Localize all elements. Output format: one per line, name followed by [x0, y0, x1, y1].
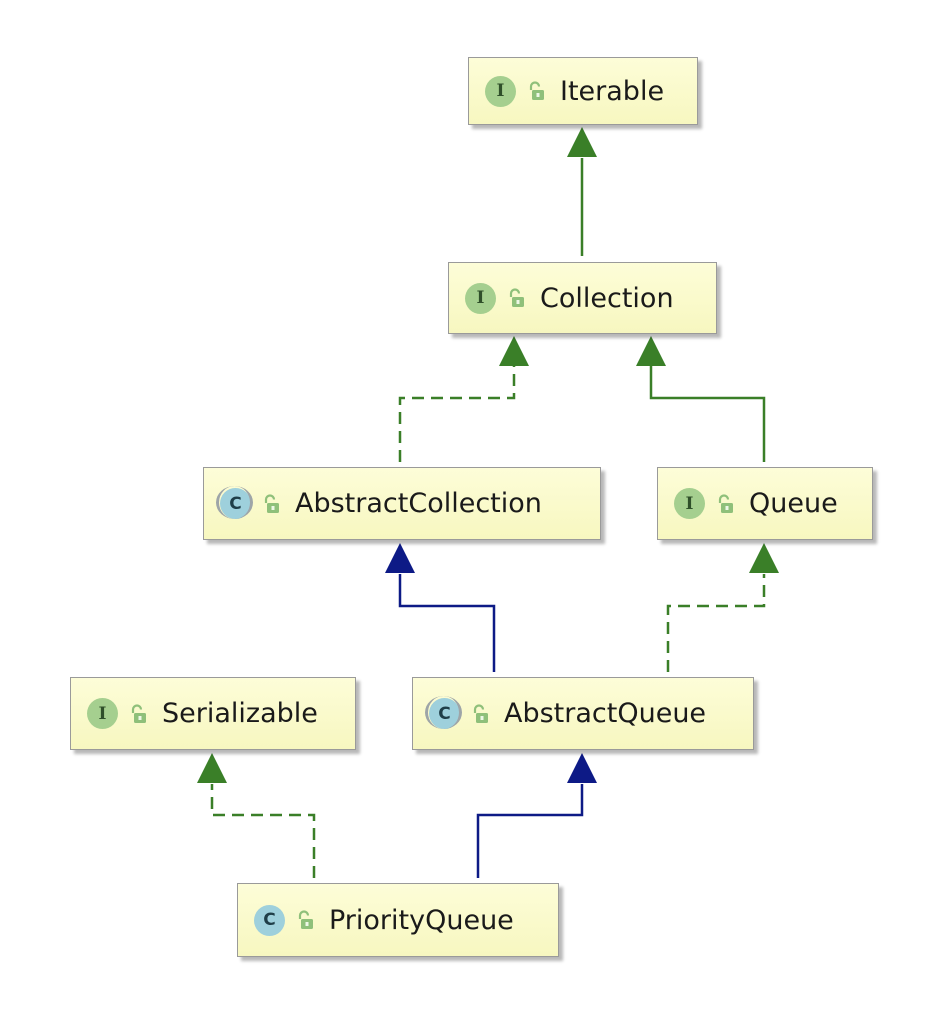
node-label: Queue	[749, 488, 838, 519]
node-abstract-collection[interactable]: C AbstractCollection	[203, 467, 601, 540]
unlock-icon	[527, 81, 545, 101]
node-label: AbstractQueue	[504, 698, 707, 729]
interface-icon: I	[674, 488, 705, 519]
unlock-icon	[296, 910, 314, 930]
node-queue[interactable]: I Queue	[657, 467, 873, 540]
node-label: PriorityQueue	[329, 904, 514, 936]
edge-abstract-queue-to-abstract-collection	[398, 574, 496, 672]
unlock-icon	[129, 703, 147, 724]
edge-abstract-queue-to-queue	[666, 574, 766, 672]
class-icon: C	[254, 904, 285, 936]
node-label: AbstractCollection	[295, 488, 542, 519]
arrowhead-priority-queue-to-serializable	[197, 753, 227, 783]
arrowhead-abstract-collection-to-collection	[499, 336, 529, 366]
unlock-icon	[716, 493, 734, 514]
abstract-class-icon: C	[425, 696, 462, 729]
arrowhead-abstract-queue-to-queue	[749, 543, 779, 573]
unlock-icon	[507, 288, 525, 308]
arrowhead-abstract-queue-to-abstract-collection	[385, 543, 415, 573]
edge-priority-queue-to-abstract-queue	[476, 784, 584, 878]
node-label: Collection	[540, 282, 674, 314]
abstract-class-icon: C	[216, 486, 253, 519]
arrowhead-collection-to-iterable	[567, 127, 597, 157]
unlock-icon	[471, 703, 489, 724]
edge-queue-to-collection	[649, 366, 766, 462]
unlock-icon	[262, 493, 280, 514]
interface-icon: I	[465, 282, 496, 314]
node-label: Serializable	[162, 698, 318, 729]
interface-icon: I	[87, 698, 118, 729]
edge-priority-queue-to-serializable	[210, 784, 316, 878]
node-abstract-queue[interactable]: C AbstractQueue	[412, 677, 754, 750]
node-priority-queue[interactable]: C PriorityQueue	[237, 883, 559, 957]
node-label: Iterable	[560, 75, 665, 107]
node-serializable[interactable]: I Serializable	[70, 677, 356, 750]
node-collection[interactable]: I Collection	[448, 262, 717, 334]
arrowhead-queue-to-collection	[636, 336, 666, 366]
edge-abstract-collection-to-collection	[398, 366, 516, 462]
arrowhead-priority-queue-to-abstract-queue	[567, 753, 597, 783]
interface-icon: I	[485, 75, 516, 107]
node-iterable[interactable]: I Iterable	[468, 57, 698, 125]
